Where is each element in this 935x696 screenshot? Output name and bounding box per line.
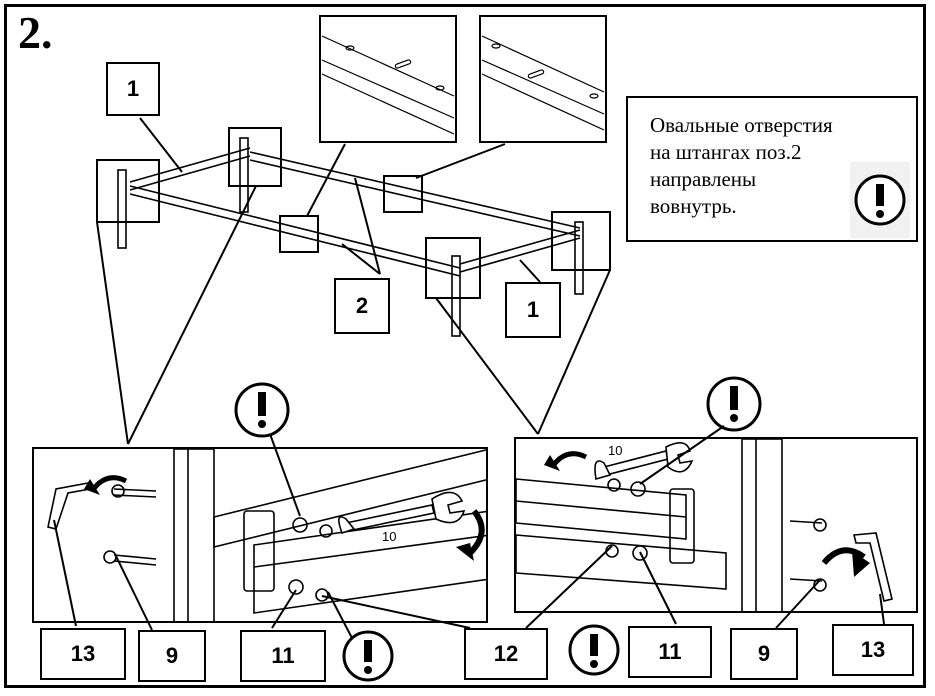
label-part-9-left: 9 — [138, 630, 206, 682]
leg-front-right — [451, 255, 461, 337]
label-part-12: 12 — [464, 628, 548, 680]
note-text: Овальные отверстия на штангах поз.2 напр… — [650, 112, 870, 220]
note-line-1: Овальные отверстия — [650, 113, 833, 137]
exclamation-circle-icon — [234, 382, 301, 517]
wrench-icon — [338, 491, 466, 535]
step-number: 2. — [18, 7, 53, 58]
wrench-size-right: 10 — [608, 443, 623, 458]
label-part-13-right: 13 — [832, 624, 914, 676]
note-line-3: направлены — [650, 166, 757, 191]
exclamation-circle-icon — [639, 376, 762, 485]
page-border — [4, 4, 926, 688]
wrench-size-left: 10 — [382, 529, 397, 544]
label-part-2: 2 — [334, 278, 390, 334]
label-part-11-right: 11 — [628, 626, 712, 678]
wrench-icon — [594, 442, 694, 481]
detail-right-joint: 10 — [514, 437, 918, 613]
exclamation-circle-icon — [850, 162, 910, 238]
front-rail-top — [129, 185, 461, 269]
label-part-1-right: 1 — [505, 282, 561, 338]
note-line-2: на штангах поз.2 — [650, 139, 802, 164]
back-rail-bottom — [249, 159, 581, 237]
label-part-11-left: 11 — [240, 630, 326, 682]
exclamation-circle-icon — [327, 591, 394, 682]
label-part-9-right: 9 — [730, 628, 798, 680]
note-line-4: вовнутрь. — [650, 193, 737, 218]
leg-back-right — [574, 221, 584, 295]
exclamation-circle-icon — [568, 624, 620, 676]
detail-left-joint: 10 — [32, 447, 488, 623]
hex-key-icon — [852, 532, 893, 602]
back-rail-top — [249, 151, 581, 229]
label-part-1-left: 1 — [106, 62, 160, 116]
leg-front-left — [117, 169, 127, 249]
note-box: Овальные отверстия на штангах поз.2 напр… — [626, 96, 918, 242]
front-rail-bottom — [129, 193, 461, 277]
label-part-13-left: 13 — [40, 628, 126, 680]
